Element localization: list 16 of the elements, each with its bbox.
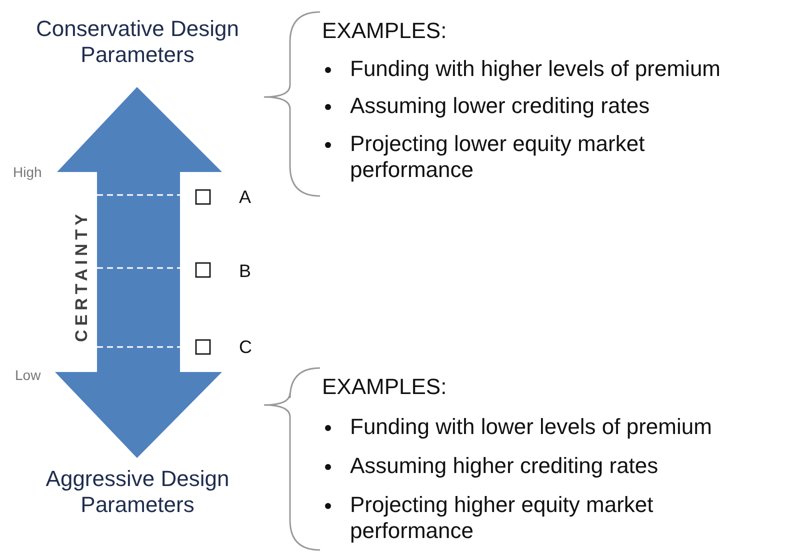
- option-label: B: [239, 261, 252, 283]
- examples-heading: EXAMPLES:: [322, 18, 448, 44]
- bullet-item: Projecting higher equity market performance: [350, 492, 654, 545]
- examples-heading: EXAMPLES:: [322, 374, 448, 400]
- heading-label: Conservative Design Parameters: [35, 16, 240, 69]
- heading-label: Aggressive Design Parameters: [44, 466, 230, 519]
- option-label: C: [239, 337, 253, 359]
- scale-label: Low: [15, 367, 42, 384]
- option-label: A: [239, 187, 252, 209]
- bullet-item: Projecting lower equity market performance: [350, 131, 646, 184]
- bullet-item: Funding with higher levels of premium: [350, 56, 722, 82]
- bullet-item: Funding with lower levels of premium: [350, 414, 713, 440]
- axis-label: CERTAINTY: [72, 210, 92, 342]
- bullet-item: Assuming higher crediting rates: [350, 453, 660, 480]
- bullet-item: Assuming lower crediting rates: [350, 93, 651, 120]
- scale-label: High: [13, 164, 43, 181]
